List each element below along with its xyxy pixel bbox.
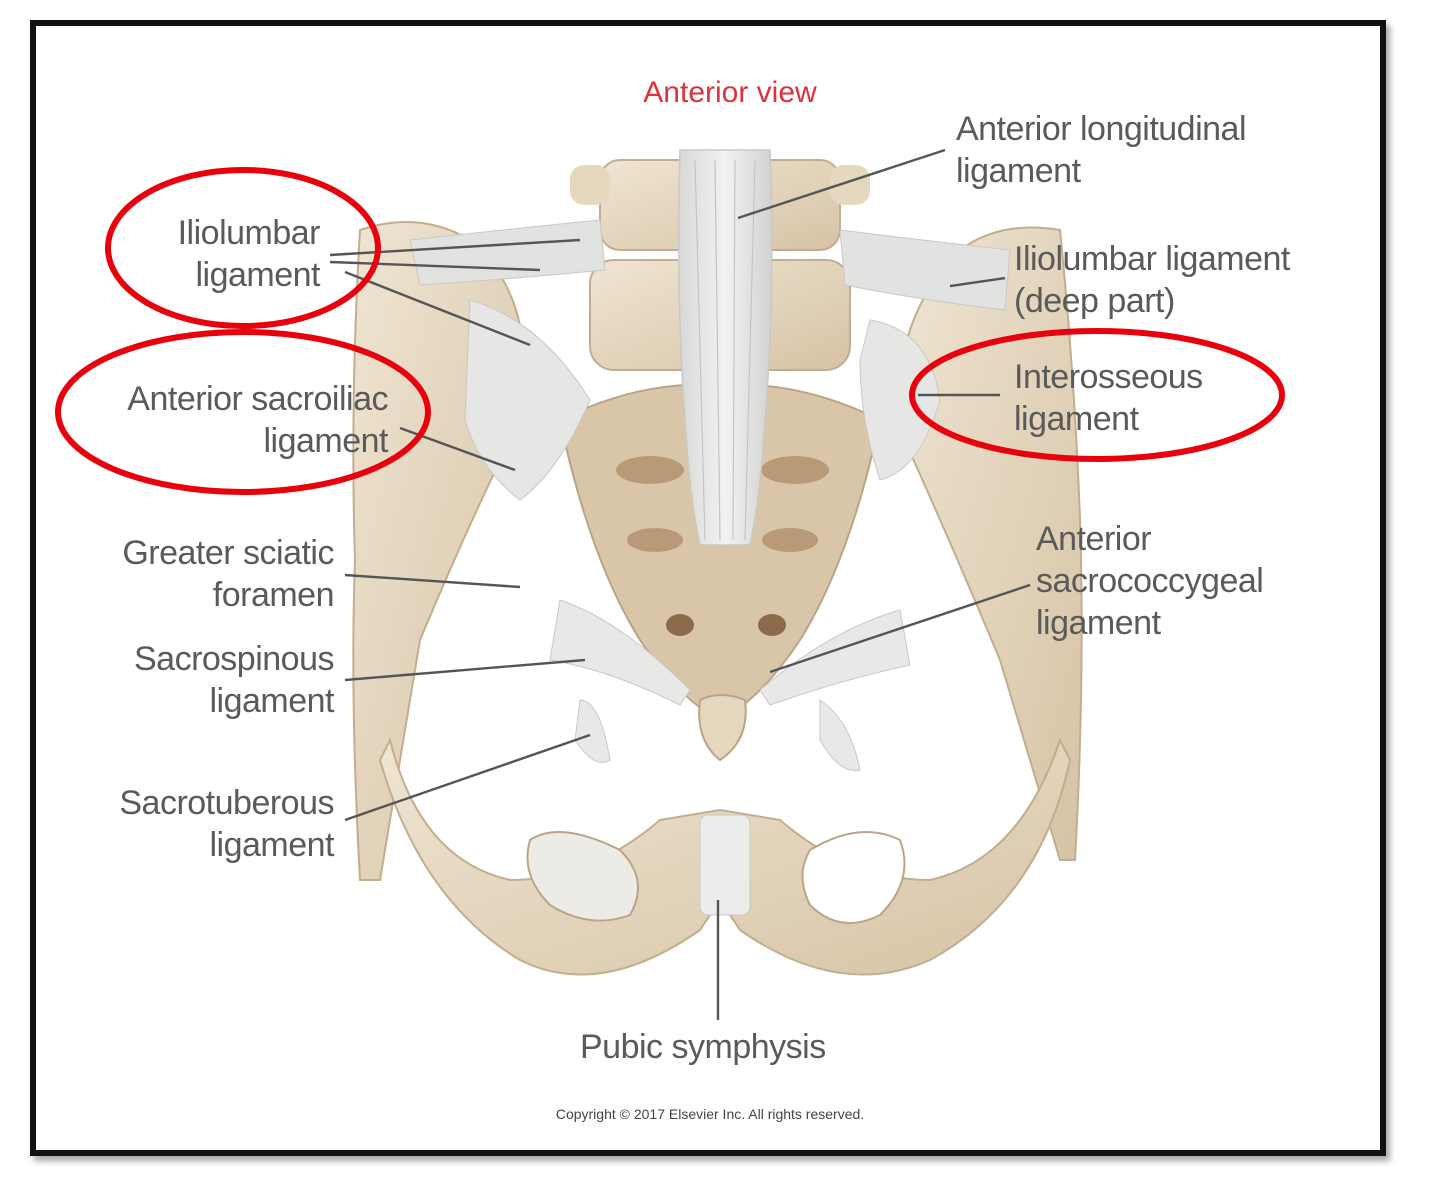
- sacrospinous-ligament-left: [549, 599, 691, 706]
- figure-title: Anterior view: [643, 76, 817, 109]
- sacrospinous-ligament-right: [759, 609, 911, 706]
- label-pubic-symphysis: Pubic symphysis: [580, 1028, 826, 1066]
- label-anterior-longitudinal-ligament: Anterior longitudinal ligament: [956, 110, 1247, 190]
- pubic-symphysis-disc: [699, 814, 751, 916]
- label-anterior-sacrococcygeal-ligament: Anterior sacrococcygeal ligament: [1036, 520, 1264, 642]
- sacrotuberous-ligament-right: [819, 699, 861, 772]
- left-obturator: [526, 831, 639, 922]
- label-iliolumbar-ligament: Iliolumbar ligament: [177, 214, 321, 294]
- label-greater-sciatic-foramen: Greater sciatic foramen: [122, 534, 334, 614]
- sacroiliac-ligament-right: [859, 319, 941, 481]
- highlight-iliolumbar: [105, 167, 381, 329]
- highlight-interosseous: [909, 328, 1285, 462]
- label-iliolumbar-ligament-deep: Iliolumbar ligament (deep part): [1014, 240, 1290, 320]
- label-sacrotuberous-ligament: Sacrotuberous ligament: [119, 784, 334, 864]
- anterior-longitudinal-ligament: [678, 149, 773, 546]
- iliolumbar-ligament-left: [409, 219, 606, 286]
- highlight-anterior-sacroiliac: [55, 329, 431, 495]
- right-obturator: [801, 831, 906, 924]
- copyright-notice: Copyright © 2017 Elsevier Inc. All right…: [555, 1106, 865, 1122]
- anterior-sacroiliac-ligament-left: [464, 299, 591, 501]
- label-anterior-sacroiliac-ligament: Anterior sacroiliac ligament: [127, 380, 388, 460]
- label-interosseous-ligament: Interosseous ligament: [1014, 358, 1203, 438]
- iliolumbar-ligament-right: [839, 229, 1011, 311]
- label-sacrospinous-ligament: Sacrospinous ligament: [133, 640, 335, 720]
- sacrotuberous-ligament-left: [574, 699, 611, 763]
- coccyx: [698, 694, 747, 762]
